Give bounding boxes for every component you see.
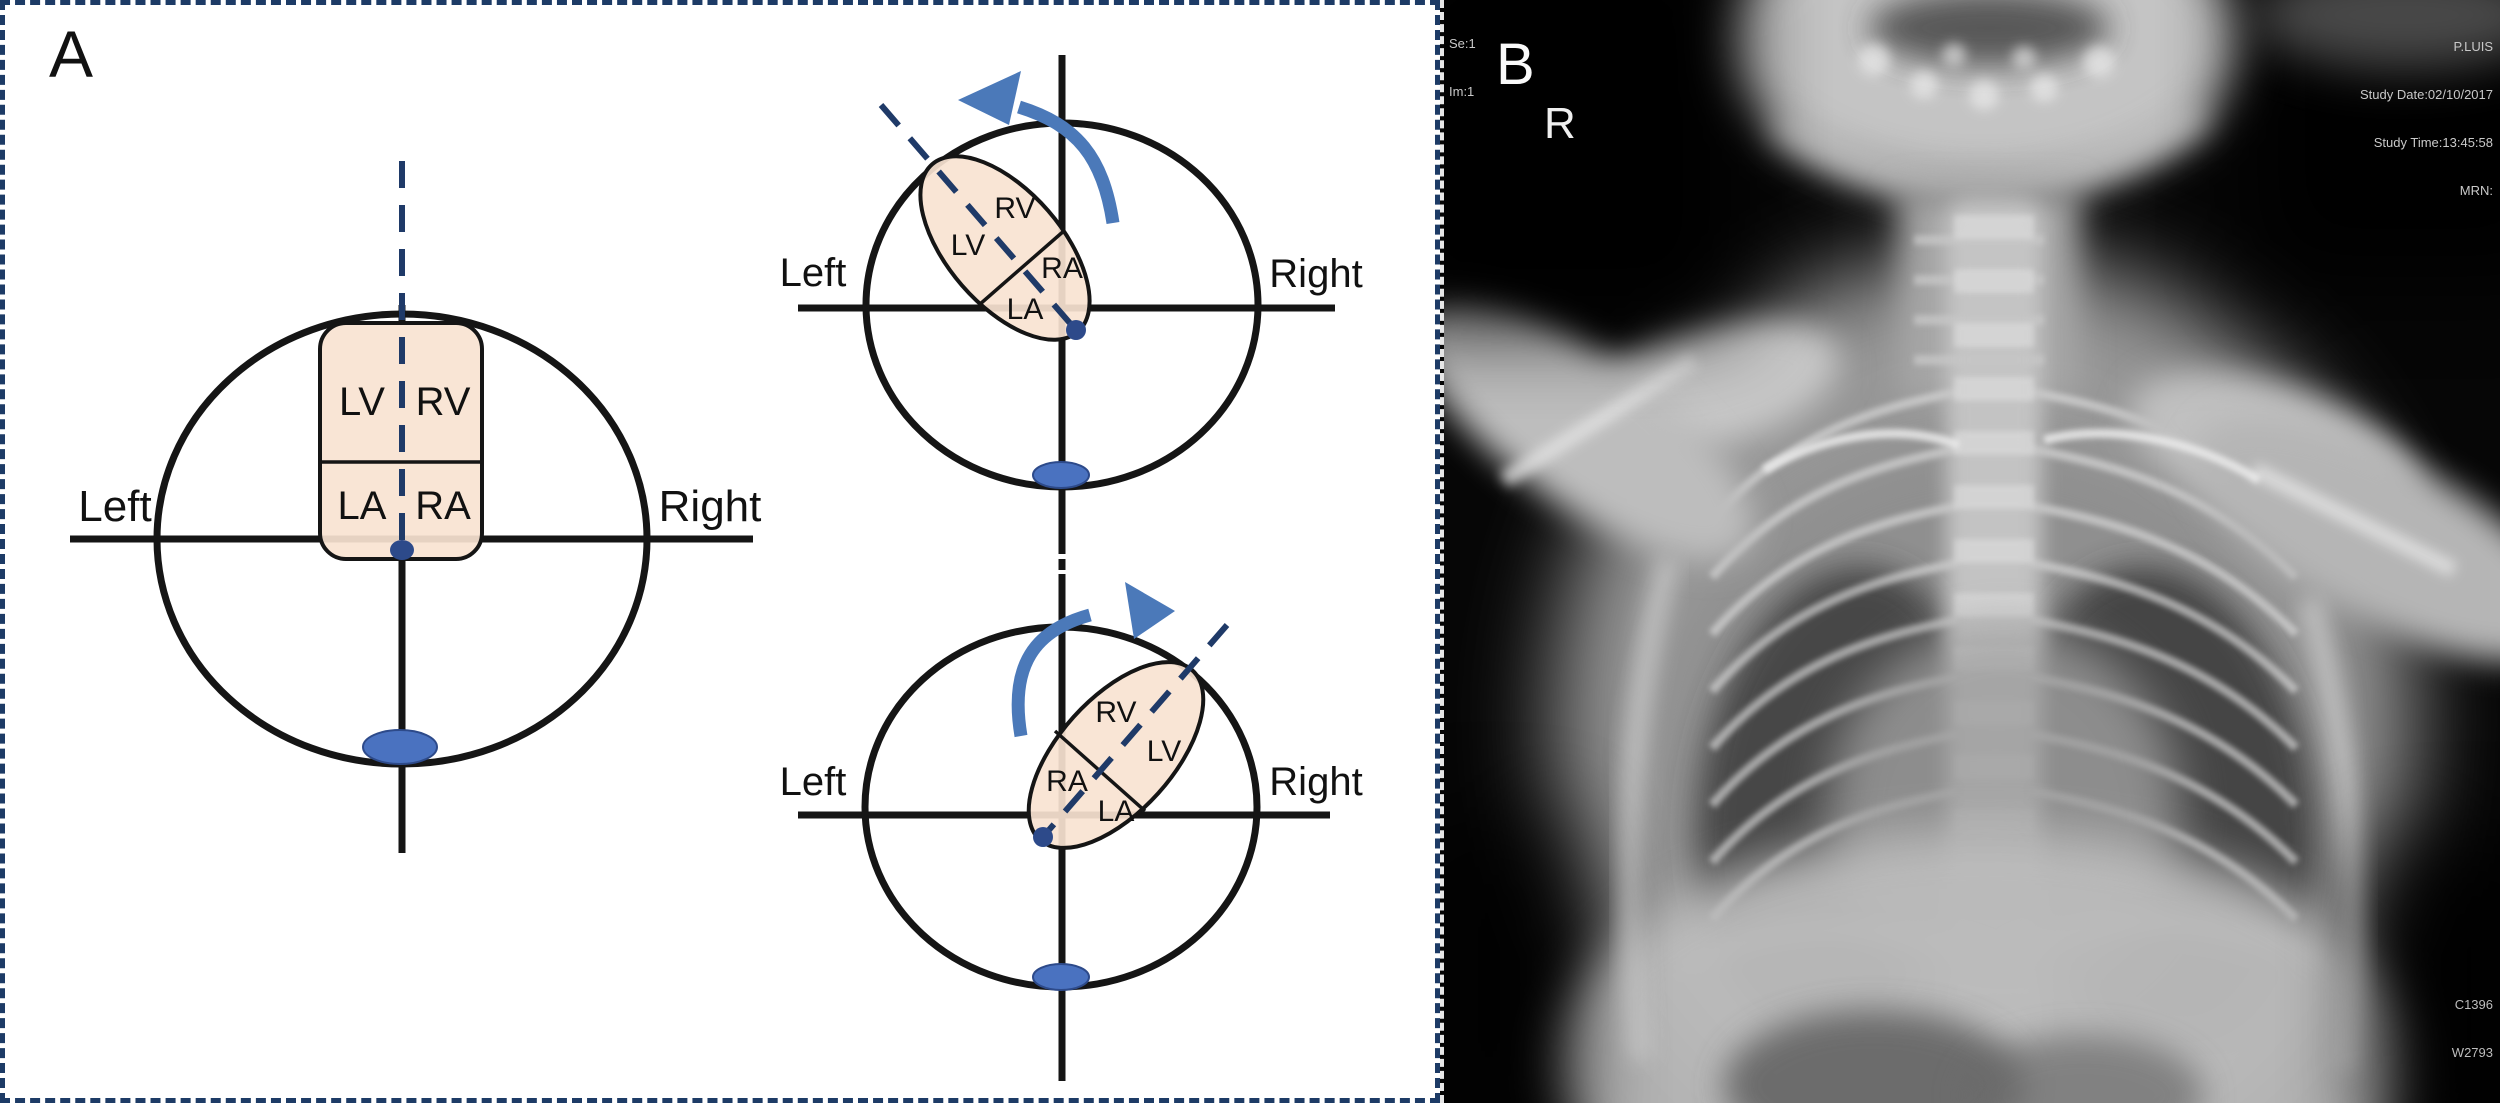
side-label-left: Left [780,251,847,295]
side-label-right: Right [659,482,762,531]
series-number: Se:1 [1449,36,1476,51]
cardiac-axis-dashed-line [1039,623,1230,840]
mrn: MRN: [2459,183,2493,198]
panel-b-chest-xray: Se:1 Im:1 B R P.LUIS Study Date:02/10/20… [1440,0,2500,1103]
chamber-label-rv: RV [994,192,1035,225]
chamber-label-ra: RA [1046,765,1088,798]
panel-a-diagram: A LV RV LA RA Left Right [0,0,1440,1103]
spine-marker-ellipse [1032,963,1090,991]
panel-b-label: B [1496,32,1535,97]
series-image-overlay: Se:1 Im:1 [1449,4,1476,132]
chamber-label-ra: RA [1041,252,1083,285]
spine-marker-ellipse [362,729,438,765]
rotation-arrow-head-left [958,71,1021,125]
window-level-overlay: C1396 W2793 [2452,965,2493,1093]
image-number: Im:1 [1449,84,1475,99]
chamber-label-ra: RA [415,484,471,528]
window-center: C1396 [2454,997,2493,1012]
chamber-label-lv: LV [339,380,385,424]
diagram-normal-position: LV RV LA RA Left Right [70,161,761,853]
cardiac-axis-dashed-line [878,103,1078,331]
side-label-right: Right [1269,252,1362,296]
patient-name: P.LUIS [2453,39,2493,54]
diagram-rightward-rotation: RV LV RA LA Left Right [780,574,1363,1081]
rotation-arrow-tail [1011,608,1092,738]
study-time: Study Time:13:45:58 [2373,135,2493,150]
right-side-marker: R [1544,99,1576,148]
side-label-left: Left [780,760,847,804]
spine-marker-ellipse [1032,461,1090,489]
heart-orientation-diagram-canvas: LV RV LA RA Left Right RV [70,55,1363,1081]
apex-dot [1066,320,1086,340]
rotation-arrow-tail [1017,100,1120,224]
heart-outline-rotated-right [1026,660,1206,850]
window-width: W2793 [2451,1045,2493,1060]
rotation-arrow-head-right [1125,582,1175,639]
patient-info-overlay: P.LUIS Study Date:02/10/2017 Study Time:… [2360,7,2493,231]
chamber-label-rv: RV [416,380,471,424]
side-label-left: Left [78,482,151,531]
apex-dot [1033,827,1053,847]
side-label-right: Right [1269,760,1362,804]
chamber-label-lv: LV [951,229,985,262]
chamber-label-la: LA [338,484,387,528]
study-date: Study Date:02/10/2017 [2360,87,2493,102]
xray-photograph [1444,0,2500,1103]
chamber-label-la: LA [1098,795,1135,828]
chamber-label-la: LA [1007,293,1044,326]
chamber-label-rv: RV [1095,696,1136,729]
atrioventricular-divider [977,228,1067,307]
apex-dot [390,540,414,560]
chamber-label-lv: LV [1147,735,1181,768]
panel-a-label: A [49,17,94,91]
diagram-leftward-rotation: RV LV RA LA Left Right [780,55,1363,570]
chest-xray-image [1444,0,2500,1103]
